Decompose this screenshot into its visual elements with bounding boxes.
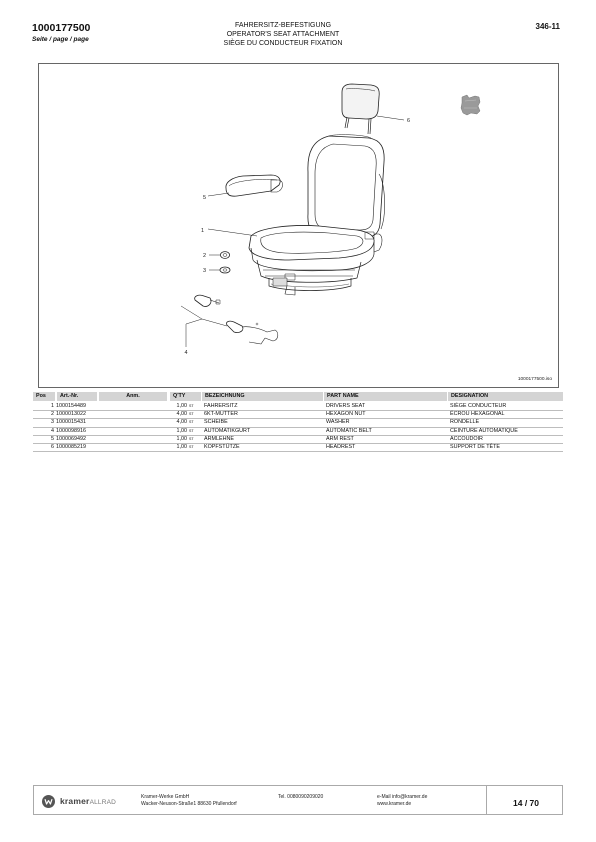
callout-6: 6 (407, 118, 410, 124)
page-footer: kramerALLRAD Kramer-Werke GmbH Wacker-Ne… (33, 785, 563, 815)
row-unit: ST (189, 428, 194, 433)
row-article-number: 1000069492 (56, 435, 86, 442)
callout-2: 2 (203, 253, 206, 259)
row-designation: RONDELLE (450, 419, 480, 426)
company-email: e-Mail info@kramer.de (377, 794, 428, 800)
col-remark: Anm. (99, 392, 167, 401)
hide-leather-icon (460, 94, 481, 116)
row-quantity: 4,00 (176, 419, 188, 426)
seat-cushion-drawing (248, 225, 383, 272)
page-number: 14 / 70 (513, 798, 539, 808)
row-bezeichnung: ARMLEHNE (204, 435, 234, 442)
row-part-name: HEXAGON NUT (326, 411, 366, 418)
callout-4: 4 (184, 350, 187, 356)
title-german: FAHRERSITZ-BEFESTIGUNG (234, 22, 332, 29)
company-website: www.kramer.de (377, 800, 412, 807)
company-contact: e-Mail info@kramer.de www.kramer.de (377, 794, 427, 807)
row-bezeichnung: AUTOMATIKGURT (204, 427, 251, 434)
row-part-name: DRIVERS SEAT (326, 403, 366, 409)
row-article-number: 1000098916 (56, 427, 86, 434)
armrest-drawing (207, 174, 283, 197)
company-name: Kramer-Werke GmbH (141, 794, 190, 800)
row-bezeichnung: SCHEIBE (204, 419, 228, 426)
headrest-drawing (341, 83, 405, 135)
parts-table-body: 1 1000154489 1,00 ST FAHRERSITZ DRIVERS … (33, 403, 563, 453)
row-designation: SIÈGE CONDUCTEUR (450, 403, 507, 409)
row-part-name: ARM REST (326, 435, 354, 442)
col-quantity: Q'TY (170, 392, 201, 401)
page-code: 346-11 (535, 22, 560, 31)
row-pos: 3 (51, 419, 54, 426)
title-english: OPERATOR'S SEAT ATTACHMENT (226, 31, 340, 38)
row-part-name: AUTOMATIC BELT (326, 427, 372, 434)
callout-5: 5 (203, 195, 206, 201)
row-unit: ST (189, 436, 194, 441)
col-part-name: PART NAME (324, 392, 447, 401)
suspension-base-drawing (256, 259, 362, 296)
company-address: Kramer-Werke GmbH Wacker-Neuson-Straße1 … (141, 794, 237, 807)
table-row: 5 1000069492 1,00 ST ARMLEHNE ARM REST A… (33, 436, 563, 444)
page-title: FAHRERSITZ-BEFESTIGUNG OPERATOR'S SEAT A… (150, 21, 416, 48)
drawing-id: 1000177500.iso (517, 377, 552, 382)
brand-main: kramer (60, 796, 90, 806)
row-article-number: 1000085219 (56, 443, 86, 450)
row-designation: ACCOUDOIR (450, 435, 483, 442)
row-bezeichnung: 6KT-MUTTER (204, 411, 238, 418)
company-street: Wacker-Neuson-Straße1 88630 Pfullendorf (141, 800, 237, 807)
seat-belt-drawing (180, 294, 279, 347)
row-bezeichnung: KOPFSTÜTZE (204, 443, 240, 450)
row-unit: ST (189, 412, 194, 417)
row-pos: 5 (51, 435, 54, 442)
row-bezeichnung: FAHRERSITZ (204, 403, 238, 409)
table-row: 1 1000154489 1,00 ST FAHRERSITZ DRIVERS … (33, 403, 563, 412)
callout-1: 1 (201, 228, 204, 234)
table-row: 3 1000015431 4,00 ST SCHEIBE WASHER ROND… (33, 419, 563, 428)
row-part-name: HEADREST (326, 443, 356, 450)
row-part-name: WASHER (326, 419, 350, 426)
row-designation: ÉCROU HEXAGONAL (450, 411, 505, 418)
hexagon-nut-drawing (209, 251, 230, 259)
row-quantity: 1,00 (176, 435, 188, 442)
table-row: 4 1000098916 1,00 ST AUTOMATIKGURT AUTOM… (33, 428, 563, 436)
table-row: 6 1000085219 1,00 ST KOPFSTÜTZE HEADREST… (33, 443, 563, 453)
row-article-number: 1000154489 (56, 403, 86, 409)
row-quantity: 1,00 (176, 427, 188, 434)
row-pos: 6 (51, 443, 54, 450)
row-quantity: 1,00 (176, 443, 188, 450)
row-designation: SUPPORT DE TÊTE (450, 443, 501, 450)
backrest-drawing (307, 134, 385, 238)
col-bezeichnung: BEZEICHNUNG (202, 392, 323, 401)
row-quantity: 4,00 (176, 411, 188, 418)
brand-sub: ALLRAD (89, 799, 117, 806)
page-number-box: 14 / 70 (486, 785, 565, 815)
callout-3: 3 (203, 268, 206, 274)
document-number: 1000177500 (32, 22, 91, 34)
table-row: 2 1000013022 4,00 ST 6KT-MUTTER HEXAGON … (33, 411, 563, 420)
row-pos: 4 (51, 427, 54, 434)
row-unit: ST (189, 444, 194, 449)
brand-logo: kramerALLRAD (60, 796, 116, 806)
col-pos: Pos (33, 392, 55, 401)
row-quantity: 1,00 (176, 403, 188, 409)
kramer-logo-icon (42, 795, 55, 808)
col-article-number: Art.-Nr. (57, 392, 97, 401)
row-unit: ST (189, 420, 194, 425)
seat-illustration: 1 2 3 4 5 6 (180, 83, 481, 356)
exploded-drawing: 1 2 3 4 5 6 1000177500.iso (38, 63, 559, 388)
parts-table-header: Pos Art.-Nr. Anm. Q'TY BEZEICHNUNG PART … (33, 392, 563, 401)
row-pos: 2 (51, 411, 54, 418)
title-french: SIÈGE DU CONDUCTEUR FIXATION (223, 40, 343, 47)
washer-drawing (209, 266, 231, 274)
row-unit: ST (189, 404, 194, 408)
row-pos: 1 (51, 403, 54, 409)
row-designation: CEINTURE AUTOMATIQUE (450, 427, 518, 434)
page-subtitle: Seite / page / page (32, 36, 89, 43)
company-phone: Tel. 0080090209020 (278, 794, 324, 800)
row-article-number: 1000015431 (56, 419, 86, 426)
row-article-number: 1000013022 (56, 411, 86, 418)
col-designation: DESIGNATION (448, 392, 563, 401)
